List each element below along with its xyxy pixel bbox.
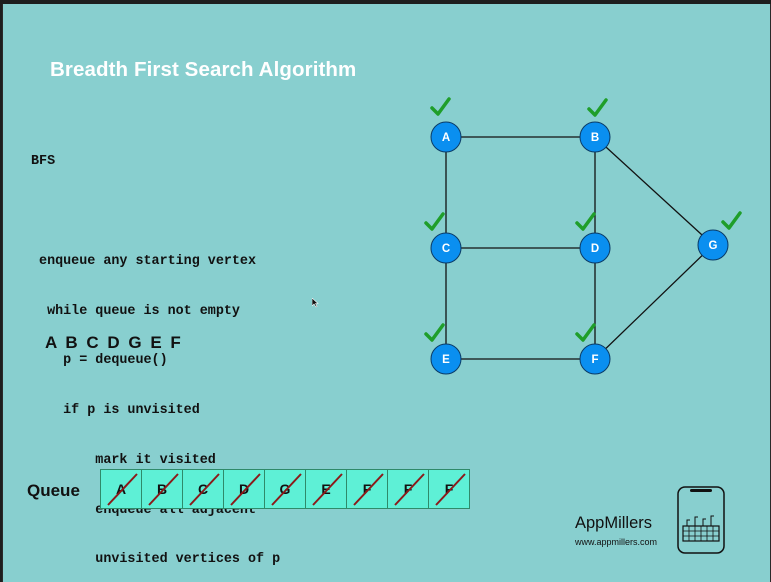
slide-title: Breadth First Search Algorithm	[50, 58, 357, 81]
queue-cell: D	[224, 470, 265, 508]
checkmark-icon	[575, 323, 596, 342]
pseudocode-line: p = dequeue()	[31, 353, 168, 369]
bfs-graph: A B C D E F G	[424, 97, 742, 375]
queue-cell: F	[347, 470, 388, 508]
pseudocode-line: if p is unvisited	[31, 403, 200, 419]
queue-item-label: F	[362, 481, 372, 497]
strike-through-icon	[353, 473, 384, 506]
queue-cell: F	[429, 470, 469, 508]
strike-through-icon	[394, 473, 425, 506]
pseudocode-line: mark it visited	[31, 452, 216, 468]
node-F	[579, 343, 611, 375]
checkmark-icon	[430, 97, 451, 116]
appmillers-logo-icon	[677, 486, 725, 554]
queue-item-label: F	[444, 481, 454, 497]
strike-through-icon	[107, 473, 138, 506]
brand-name: AppMillers	[575, 514, 653, 532]
node-A	[430, 121, 462, 153]
queue-item-label: B	[156, 481, 168, 497]
queue-cell: C	[183, 470, 224, 508]
pseudocode-line: while queue is not empty	[31, 303, 240, 319]
checkmark-icon	[424, 323, 445, 342]
pseudocode-line: enqueue any starting vertex	[31, 253, 256, 269]
pseudocode-line: unvisited vertices of p	[31, 552, 281, 568]
queue-item-label: D	[238, 481, 250, 497]
checkmark-icon	[424, 212, 445, 231]
pseudocode-block: BFS enqueue any starting vertex while qu…	[31, 121, 280, 582]
checkmark-icon	[587, 98, 608, 117]
queue-cell: B	[142, 470, 183, 508]
node-D	[579, 232, 611, 264]
mouse-cursor-icon	[312, 298, 319, 308]
visited-checkmarks	[424, 97, 742, 342]
queue-cell: G	[265, 470, 306, 508]
node-E	[430, 343, 462, 375]
queue-item-label: C	[197, 481, 209, 497]
queue-cell: A	[101, 470, 142, 508]
queue-cell: E	[306, 470, 347, 508]
brand: AppMillers www.appmillers.com	[575, 514, 657, 547]
traversal-order: A B C D G E F	[45, 333, 182, 352]
node-label-G: G	[709, 240, 718, 252]
node-label-D: D	[591, 243, 599, 255]
node-label-C: C	[442, 243, 450, 255]
queue-item-label: A	[115, 481, 127, 497]
node-label-A: A	[442, 132, 450, 144]
node-B	[579, 121, 611, 153]
checkmark-icon	[575, 212, 596, 231]
strike-through-icon	[271, 473, 302, 506]
strike-through-icon	[312, 473, 343, 506]
checkmark-icon	[721, 211, 742, 230]
edge-B-G	[594, 136, 714, 246]
node-label-B: B	[591, 132, 599, 144]
queue-label: Queue	[27, 481, 80, 500]
node-G	[697, 229, 729, 261]
strike-through-icon	[148, 473, 179, 506]
queue-item-label: G	[279, 481, 291, 497]
slide: Breadth First Search Algorithm BFS enque…	[2, 4, 771, 582]
graph-nodes: A B C D E F G	[430, 121, 729, 375]
graph-edges	[445, 136, 714, 360]
queue-cell: F	[388, 470, 429, 508]
node-label-E: E	[442, 354, 450, 366]
strike-through-icon	[189, 473, 220, 506]
node-label-F: F	[591, 354, 598, 366]
brand-url: www.appmillers.com	[575, 537, 658, 547]
node-C	[430, 232, 462, 264]
edge-F-G	[594, 244, 714, 360]
strike-through-icon	[230, 473, 261, 506]
queue-item-label: F	[403, 481, 413, 497]
queue-item-label: E	[321, 481, 331, 497]
pseudocode-heading: BFS	[31, 154, 56, 170]
strike-through-icon	[435, 473, 466, 506]
